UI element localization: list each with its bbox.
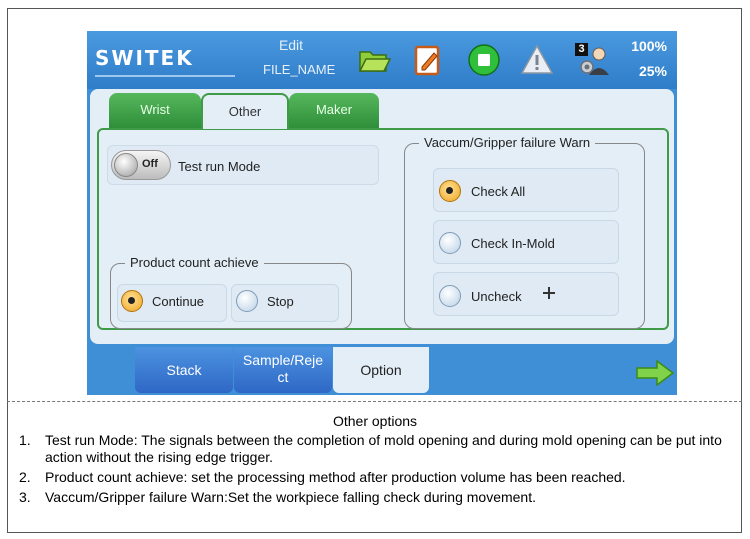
note-item: 3. Vaccum/Gripper failure Warn:Set the wo… [11, 489, 741, 506]
user-settings-icon[interactable] [577, 43, 611, 77]
toggle-knob [114, 153, 138, 177]
bottom-tab-sample-reject[interactable]: Sample/Reject [234, 347, 332, 393]
stop-icon[interactable] [467, 43, 501, 77]
note-text: Vaccum/Gripper failure Warn:Set the work… [45, 489, 536, 505]
edit-document-icon[interactable] [411, 43, 445, 77]
check-in-mold-option-bg [433, 220, 619, 264]
folder-open-icon[interactable] [357, 43, 391, 77]
top-bar: SWITEK Edit FILE_NAME 3 100% 25% [87, 31, 677, 89]
check-all-radio[interactable] [439, 180, 461, 202]
uncheck-radio[interactable] [439, 285, 461, 307]
file-name[interactable]: FILE_NAME [263, 62, 336, 77]
bottom-tab-stack[interactable]: Stack [135, 347, 233, 393]
test-run-label: Test run Mode [178, 159, 261, 174]
check-in-mold-label[interactable]: Check In-Mold [471, 236, 555, 251]
tab-content-area [97, 128, 669, 330]
uncheck-option-bg [433, 272, 619, 316]
bottom-tab-option[interactable]: Option [333, 347, 429, 393]
stop-radio[interactable] [236, 290, 258, 312]
tab-wrist[interactable]: Wrist [109, 93, 201, 129]
figure-frame [7, 8, 742, 533]
speed-percent-bottom: 25% [638, 63, 667, 79]
note-text: Product count achieve: set the processin… [45, 469, 626, 485]
section-divider [7, 401, 742, 402]
note-item: 2. Product count achieve: set the process… [11, 469, 741, 486]
tab-maker[interactable]: Maker [289, 93, 379, 129]
note-number: 3. [19, 489, 31, 505]
hmi-screen: SWITEK Edit FILE_NAME 3 100% 25% [87, 31, 677, 395]
brand-logo: SWITEK [95, 46, 194, 70]
mode-label: Edit [278, 37, 304, 53]
check-in-mold-radio[interactable] [439, 232, 461, 254]
user-badge: 3 [575, 43, 588, 56]
mouse-cursor-icon [543, 287, 555, 299]
speed-percent-top: 100% [631, 38, 667, 54]
tab-other[interactable]: Other [201, 93, 289, 129]
note-number: 1. [19, 432, 31, 448]
continue-radio[interactable] [121, 290, 143, 312]
note-item: 1. Test run Mode: The signals between the… [11, 432, 741, 466]
check-all-label[interactable]: Check All [471, 184, 526, 199]
warning-icon[interactable] [520, 43, 554, 77]
stop-label[interactable]: Stop [267, 294, 294, 309]
toggle-state-label: Off [142, 158, 158, 170]
figure-caption: Other options [332, 413, 418, 429]
check-all-option-bg [433, 168, 619, 212]
continue-label[interactable]: Continue [152, 294, 205, 309]
product-count-title: Product count achieve [125, 255, 264, 270]
note-number: 2. [19, 469, 31, 485]
notes-list: 1. Test run Mode: The signals between the… [11, 432, 741, 509]
uncheck-label[interactable]: Uncheck [471, 289, 522, 304]
test-run-toggle[interactable]: Off [111, 150, 171, 180]
vacuum-warn-title: Vaccum/Gripper failure Warn [419, 135, 596, 150]
logo-underline [95, 75, 235, 77]
note-text: Test run Mode: The signals between the c… [45, 432, 722, 465]
next-arrow-icon[interactable] [636, 360, 674, 386]
